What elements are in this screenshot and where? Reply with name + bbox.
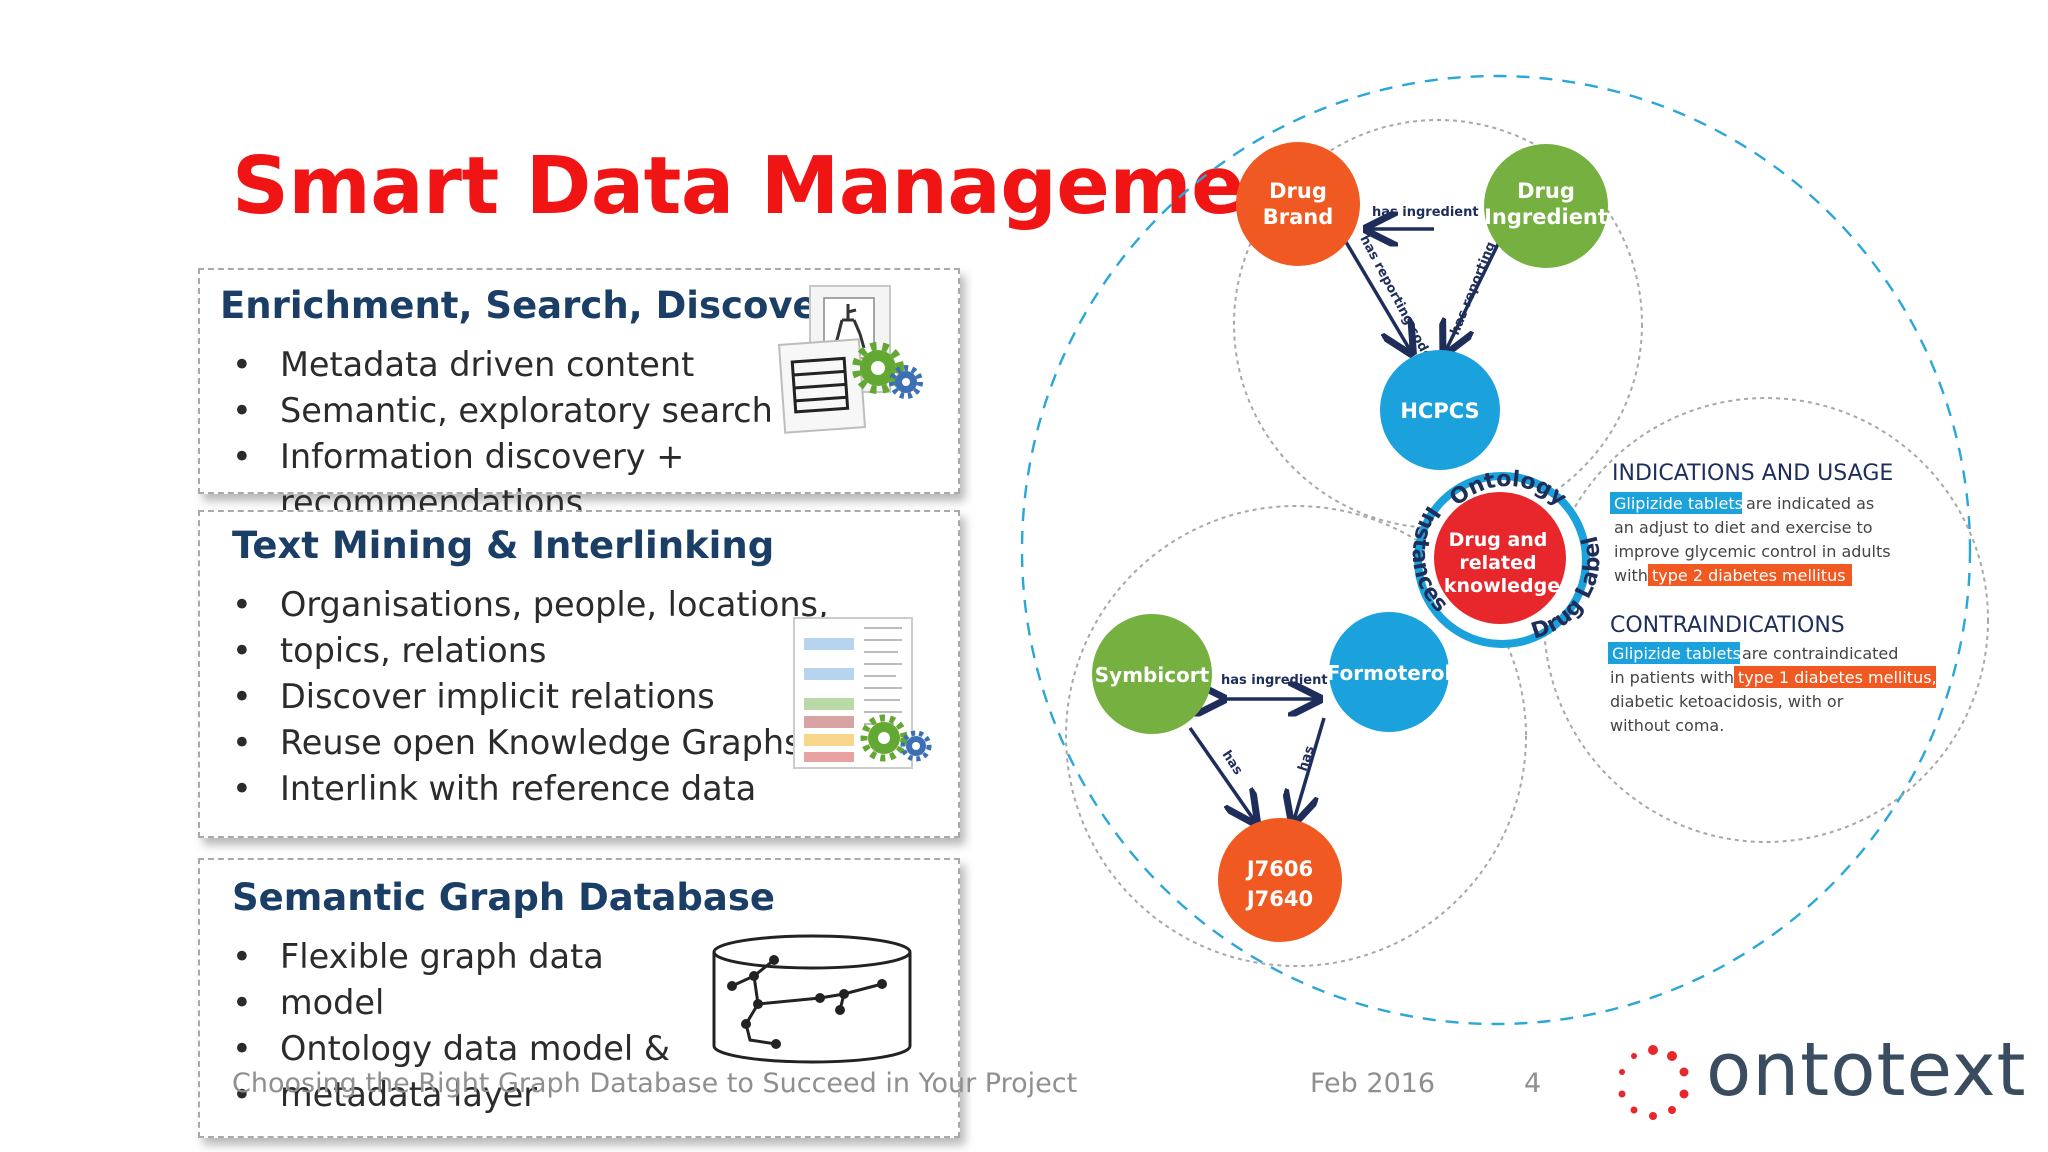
node-hcpcs: HCPCS — [1380, 350, 1500, 470]
text-line: in patients with — [1610, 668, 1734, 687]
highlight-condition: type 1 diabetes mellitus, — [1738, 668, 1937, 687]
edge-label: has ingredient — [1372, 205, 1479, 220]
list-item: Organisations, people, locations, — [220, 582, 829, 628]
text-line: improve glycemic control in adults — [1614, 542, 1891, 561]
node-label: Drug — [1269, 179, 1327, 203]
panel-heading: Enrichment, Search, Discovery — [220, 284, 860, 327]
contraindications-block: CONTRAINDICATIONS Glipizide tablets are … — [1608, 613, 1937, 735]
bullet-list: Organisations, people, locations, topics… — [220, 582, 829, 812]
list-item: model — [220, 980, 670, 1026]
extraction-pipeline-icon — [793, 617, 932, 769]
node-label: Formoterol — [1327, 661, 1452, 685]
node-codes: J7606 J7640 — [1218, 818, 1342, 942]
indications-heading: INDICATIONS AND USAGE — [1612, 461, 1893, 486]
text-line: are contraindicated — [1742, 644, 1898, 663]
list-item: Metadata driven content — [220, 342, 958, 388]
list-item: Discover implicit relations — [220, 674, 829, 720]
node-label: Brand — [1263, 205, 1334, 229]
list-item: Ontology data model & — [220, 1026, 670, 1072]
node-label: J7640 — [1245, 887, 1313, 911]
reporting-code-arrow-right — [1446, 239, 1502, 350]
highlight-condition: type 2 diabetes mellitus — [1652, 566, 1846, 585]
node-label: J7606 — [1245, 857, 1313, 881]
panel-enrichment: Enrichment, Search, Discovery Metadata d… — [198, 268, 960, 522]
list-item: Semantic, exploratory search — [220, 388, 958, 434]
symbicort-cluster-boundary — [1065, 505, 1527, 967]
contraindications-heading: CONTRAINDICATIONS — [1610, 613, 1845, 638]
page-number: 4 — [1524, 1068, 1542, 1099]
reporting-code-arrow-left — [1344, 241, 1410, 350]
node-formoterol: Formoterol — [1327, 612, 1452, 732]
node-drug-ingredient: Drug Ingredient — [1484, 144, 1608, 268]
text-line: are indicated as — [1746, 494, 1874, 513]
slide-title: Smart Data Management — [232, 140, 1338, 232]
node-label: Symbicort — [1095, 663, 1210, 687]
edge-label: has reporting code — [1356, 233, 1434, 363]
logo-text: ontotext — [1706, 1027, 2027, 1113]
panel-graph-database: Semantic Graph Database Flexible graph d… — [198, 858, 960, 1138]
panel-heading: Text Mining & Interlinking — [232, 524, 775, 567]
has-arrow-left — [1188, 727, 1254, 820]
node-drug-brand: Drug Brand — [1236, 142, 1360, 266]
footer-subtitle: Choosing the Right Graph Database to Suc… — [232, 1068, 1078, 1099]
list-item: Interlink with reference data — [220, 766, 829, 812]
edge-label: has — [1296, 744, 1318, 773]
list-item: Flexible graph data — [220, 934, 670, 980]
list-item: topics, relations — [220, 628, 829, 674]
text-line: with — [1614, 566, 1648, 585]
ontotext-logo-icon — [1618, 1045, 1689, 1120]
list-item: Reuse open Knowledge Graphs — [220, 720, 829, 766]
list-item: metadata layer — [220, 1072, 670, 1118]
panel-heading: Semantic Graph Database — [232, 876, 775, 919]
search-documents-icon — [777, 285, 923, 434]
text-line: without coma. — [1610, 716, 1724, 735]
node-label: Ingredient — [1484, 205, 1608, 229]
node-symbicort: Symbicort — [1092, 614, 1212, 734]
node-label: Drug — [1517, 179, 1575, 203]
highlight-drug: Glipizide tablets — [1614, 494, 1743, 513]
node-label: related — [1459, 552, 1536, 574]
footer-date: Feb 2016 — [1310, 1068, 1436, 1099]
node-label: HCPCS — [1400, 399, 1479, 423]
node-label: knowledge — [1444, 575, 1560, 597]
has-arrow-right — [1294, 717, 1326, 820]
edge-label: has ingredient — [1221, 673, 1328, 688]
highlight-drug: Glipizide tablets — [1612, 644, 1741, 663]
outer-boundary — [1020, 74, 1972, 1026]
node-label: Drug and — [1449, 529, 1548, 551]
text-line: an adjust to diet and exercise to — [1614, 518, 1873, 537]
text-line: diabetic ketoacidosis, with or — [1610, 692, 1844, 711]
graph-database-icon — [712, 934, 912, 1064]
panel-text-mining: Text Mining & Interlinking Organisations… — [198, 510, 960, 838]
indications-block: INDICATIONS AND USAGE Glipizide tablets … — [1610, 461, 1893, 586]
node-center: Drug and related knowledge Ontology Inst… — [1407, 467, 1606, 648]
bullet-list: Flexible graph data model Ontology data … — [220, 934, 670, 1118]
